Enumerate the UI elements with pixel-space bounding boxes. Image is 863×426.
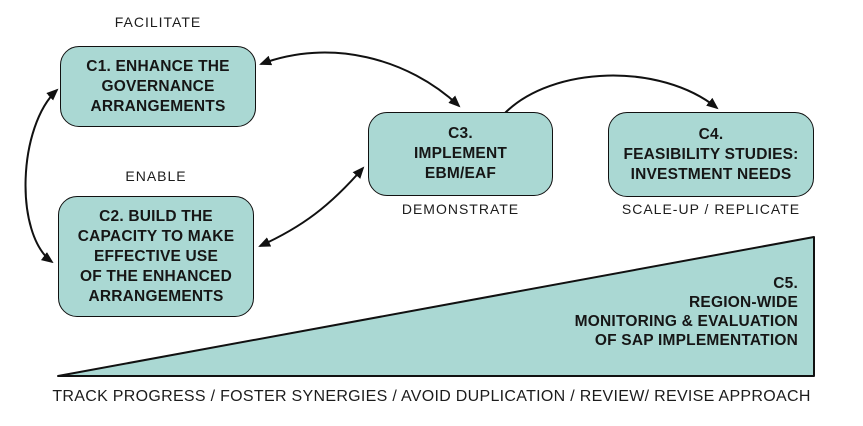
- arrow-c1-c2: [24, 88, 59, 264]
- c5-label: C5. REGION-WIDE MONITORING & EVALUATION …: [574, 275, 798, 349]
- c5-triangle: [57, 236, 815, 377]
- stage-label-facilitate: FACILITATE: [114, 14, 202, 30]
- arrow-c1-c3: [259, 51, 461, 108]
- stage-label-scale-up-replicate: SCALE-UP / REPLICATE: [621, 201, 801, 217]
- arrow-c2-c3: [258, 166, 365, 247]
- stage-label-enable: ENABLE: [125, 168, 187, 184]
- box-c2: C2. BUILD THE CAPACITY TO MAKE EFFECTIVE…: [58, 196, 254, 317]
- stage-label-demonstrate: DEMONSTRATE: [401, 201, 520, 217]
- arrow-c3-c4: [504, 74, 719, 114]
- box-c1: C1. ENHANCE THE GOVERNANCE ARRANGEMENTS: [60, 46, 256, 127]
- box-c3: C3. IMPLEMENT EBM/EAF: [368, 112, 553, 196]
- bottom-caption: TRACK PROGRESS / FOSTER SYNERGIES / AVOI…: [52, 388, 811, 405]
- box-c4: C4. FEASIBILITY STUDIES: INVESTMENT NEED…: [608, 112, 814, 197]
